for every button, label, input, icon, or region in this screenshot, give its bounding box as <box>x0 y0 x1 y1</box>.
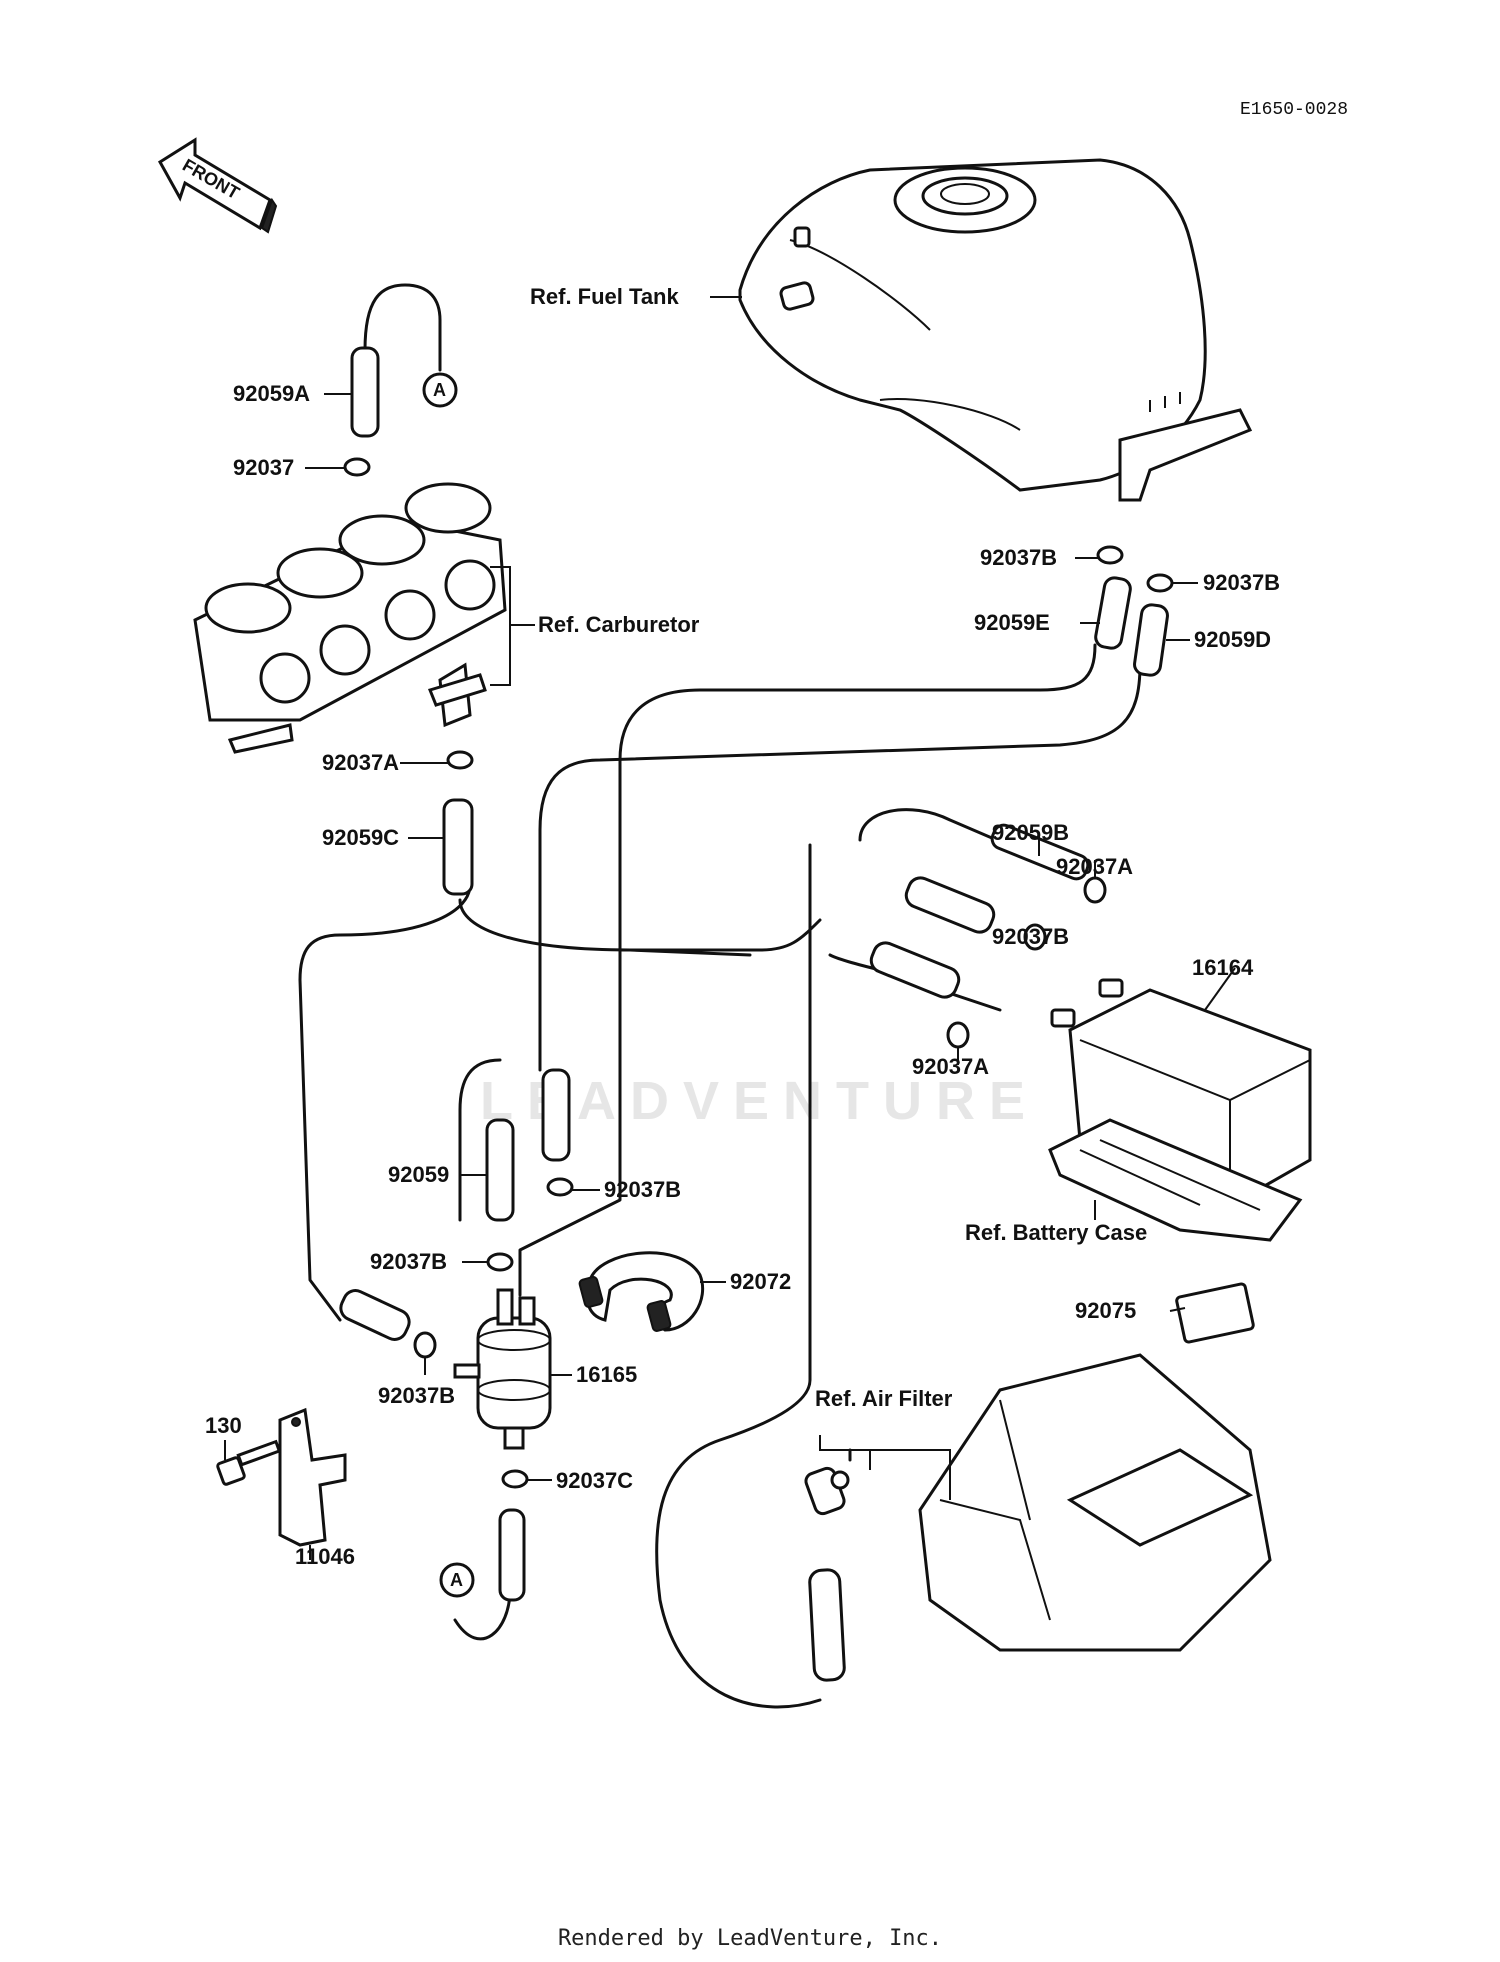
pad-92075 <box>1175 1282 1255 1344</box>
hose-routing <box>298 283 1142 1709</box>
part-92037A-1: 92037A <box>322 750 400 775</box>
part-92037B-1: 92037B <box>980 545 1058 570</box>
part-92059D: 92059D <box>1194 627 1272 652</box>
part-92072: 92072 <box>730 1269 792 1294</box>
bracket-11046 <box>278 1407 347 1547</box>
footer-credit: Rendered by LeadVenture, Inc. <box>557 1926 943 1951</box>
ref-air-filter-label: Ref. Air Filter <box>815 1386 953 1411</box>
connector-a-top <box>422 372 458 408</box>
part-92059A: 92059A <box>233 381 311 406</box>
connector-a-bottom <box>439 1562 475 1598</box>
bolt-130 <box>216 1439 282 1486</box>
hose-pieces <box>339 346 1169 1682</box>
ref-fuel-tank-label: Ref. Fuel Tank <box>530 284 679 309</box>
part-92037C: 92037C <box>556 1468 634 1493</box>
part-92037B-6: 92037B <box>378 1383 456 1408</box>
air-filter <box>804 1353 1272 1652</box>
part-130: 130 <box>205 1413 242 1438</box>
front-arrow-icon <box>157 137 278 234</box>
ref-battery-case-label: Ref. Battery Case <box>965 1220 1148 1245</box>
part-92059E: 92059E <box>974 610 1050 635</box>
watermark: LEADVENTURE <box>480 1071 1040 1131</box>
part-92059B: 92059B <box>992 820 1070 845</box>
part-16164: 16164 <box>1192 955 1254 980</box>
part-11046: 11046 <box>295 1544 355 1569</box>
leader-lines <box>224 296 1236 1560</box>
ref-carburetor-label: Ref. Carburetor <box>538 612 700 637</box>
part-16165: 16165 <box>576 1362 638 1387</box>
battery-case <box>1048 1118 1303 1242</box>
part-92075: 92075 <box>1075 1298 1137 1323</box>
part-92037: 92037 <box>233 455 295 480</box>
clamp-92072 <box>578 1251 705 1332</box>
part-92037B-3: 92037B <box>992 924 1070 949</box>
part-92059C: 92059C <box>322 825 400 850</box>
fuel-tank <box>738 158 1253 502</box>
part-92037A-3: 92037A <box>912 1054 990 1079</box>
diagram-code: E1650-0028 <box>1240 100 1349 120</box>
connector-a-top-label: A <box>433 380 446 400</box>
part-92037B-4: 92037B <box>604 1177 682 1202</box>
part-92037B-5: 92037B <box>370 1249 448 1274</box>
carburetor <box>193 482 507 754</box>
fuel-pump-16165 <box>453 1288 552 1450</box>
part-92037A-2: 92037A <box>1056 854 1134 879</box>
hose-clips <box>343 457 1174 1489</box>
part-92059: 92059 <box>388 1162 450 1187</box>
part-92037B-2: 92037B <box>1203 570 1281 595</box>
connector-a-bottom-label: A <box>450 1570 463 1590</box>
